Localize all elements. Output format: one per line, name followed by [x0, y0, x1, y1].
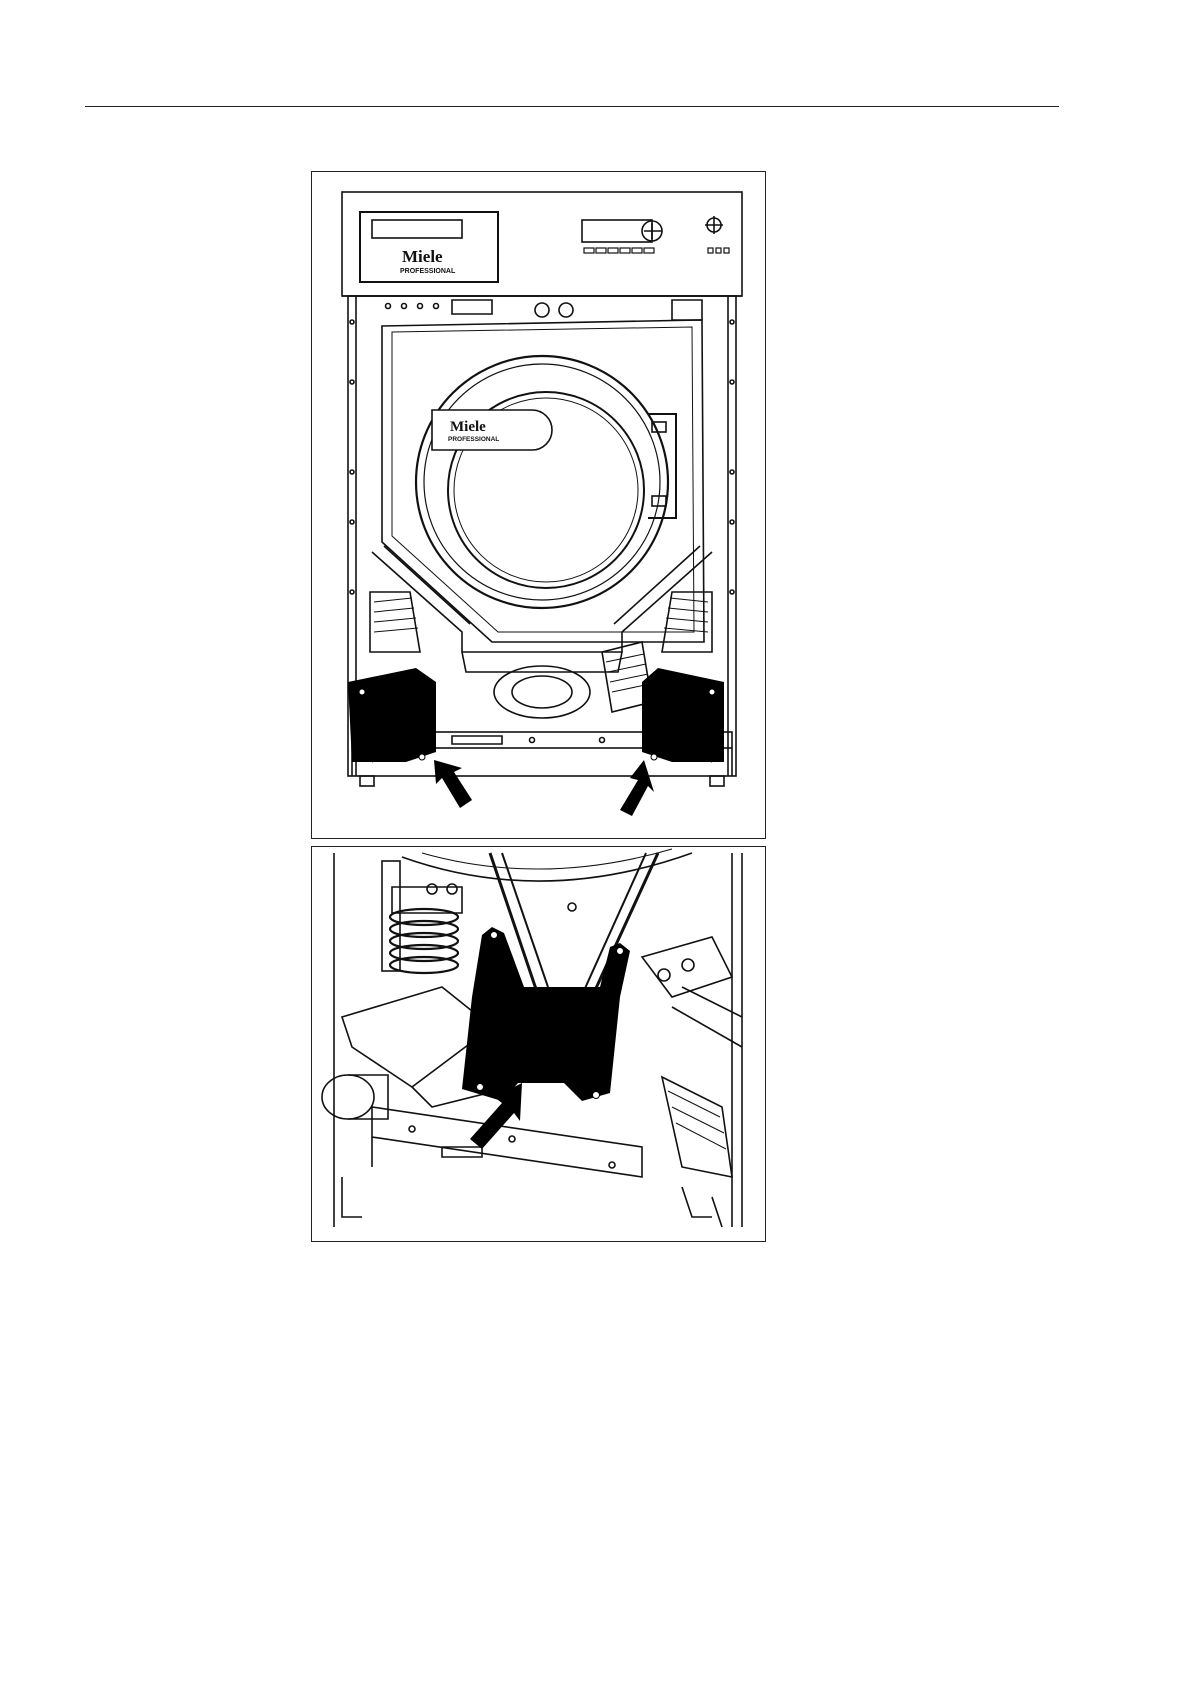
transport-bracket-rear — [462, 927, 630, 1101]
transport-bracket-right — [642, 668, 724, 762]
panel-logo-sub: PROFESSIONAL — [400, 268, 456, 275]
panel-logo: Miele — [402, 247, 443, 266]
door-logo: Miele — [450, 419, 486, 435]
transport-bracket-left — [348, 668, 436, 762]
figure-front-view: Miele PROFESSIONAL Miele PROFESSIONAL — [311, 171, 766, 839]
arrow-icon — [434, 760, 472, 808]
front-view-drawing: Miele PROFESSIONAL Miele PROFESSIONAL — [312, 172, 764, 837]
arrow-icon — [620, 760, 654, 816]
door-logo-sub: PROFESSIONAL — [448, 436, 499, 443]
header-rule — [85, 106, 1059, 107]
rear-view-drawing — [312, 847, 764, 1240]
figure-rear-view — [311, 846, 766, 1242]
